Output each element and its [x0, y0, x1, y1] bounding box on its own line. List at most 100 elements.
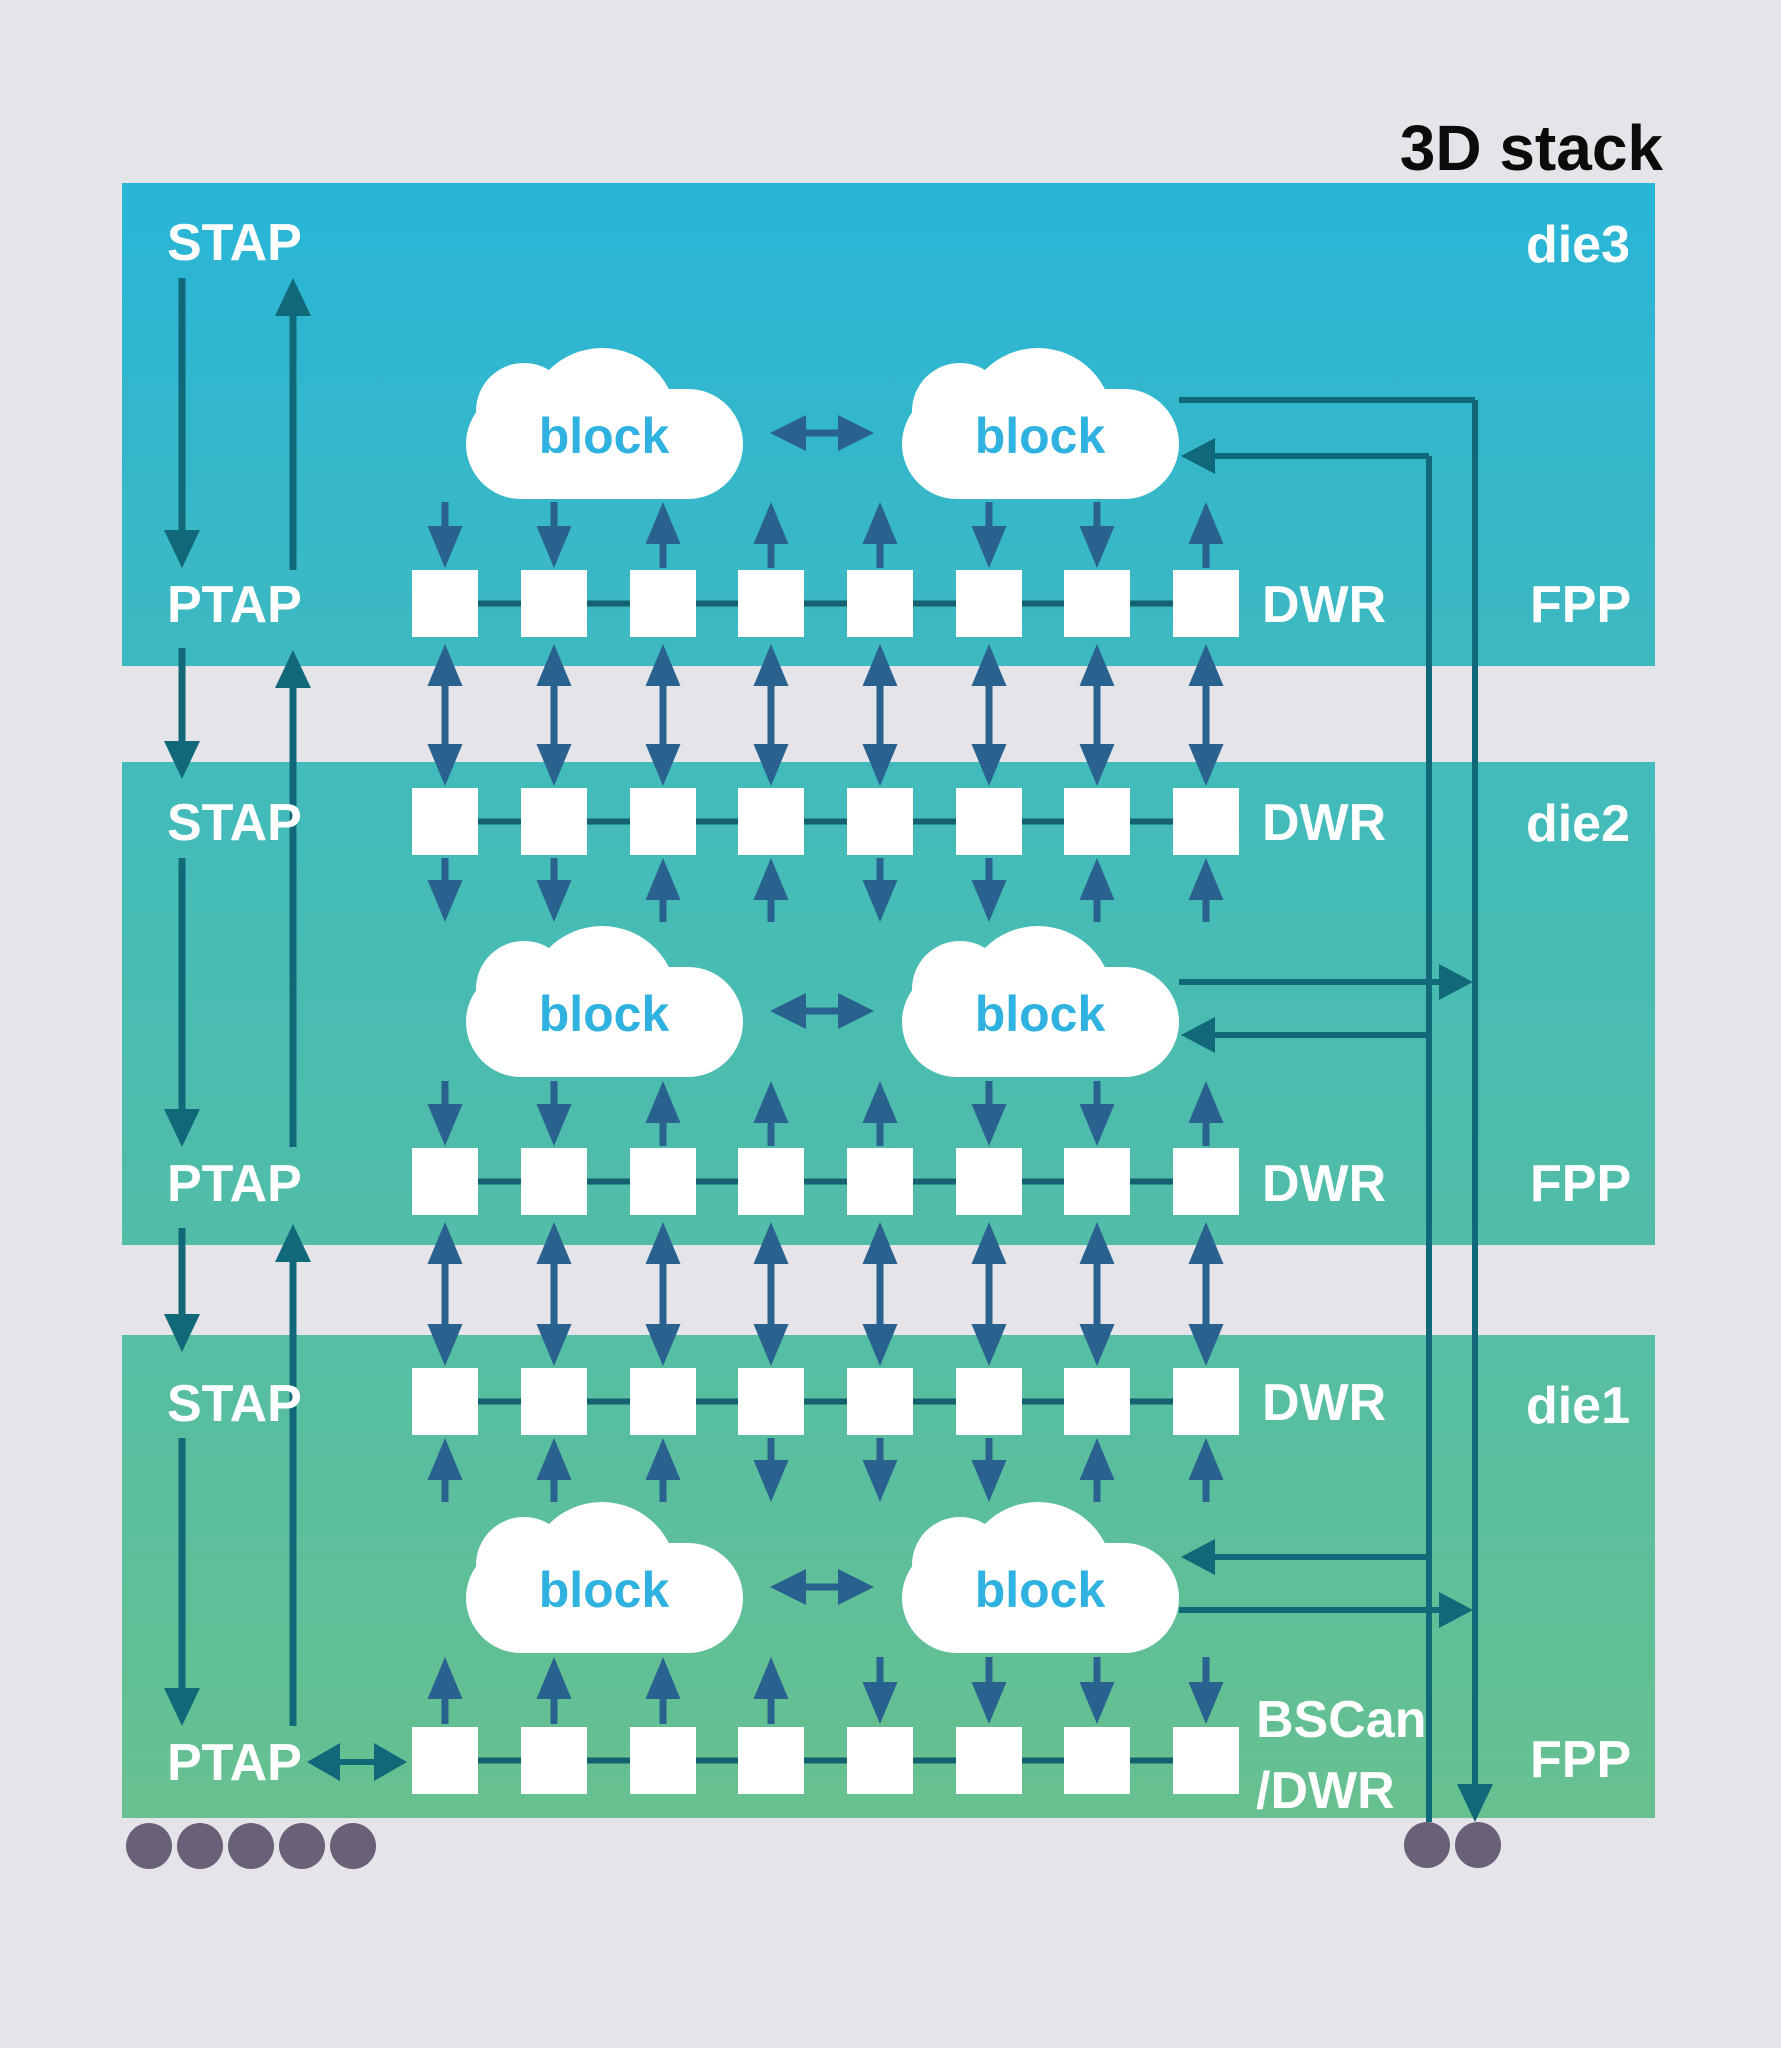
scan-cell: [412, 1148, 478, 1215]
scan-cell: [412, 570, 478, 637]
gap-tsv-arrow: [536, 744, 572, 786]
cell-cloud-arrow: [753, 1081, 789, 1123]
ptap-chain-arrow: [307, 1743, 340, 1781]
scan-cell: [847, 1148, 913, 1215]
cell-cloud-arrow: [1188, 502, 1224, 544]
stap-down-arrow: [164, 1688, 200, 1726]
ptap-label-die2: PTAP: [167, 1155, 302, 1213]
cell-cloud-arrow: [862, 1081, 898, 1123]
block-link-arrow: [770, 1569, 806, 1605]
scan-cell: [738, 1148, 804, 1215]
block-link-arrow: [770, 415, 806, 451]
scan-cell: [956, 570, 1022, 637]
cell-cloud-arrow: [427, 1657, 463, 1699]
scan-cell: [1173, 788, 1239, 855]
gap-tsv-arrow: [1079, 744, 1115, 786]
scan-cell: [956, 788, 1022, 855]
pin-dot: [228, 1823, 274, 1869]
cell-cloud-arrow: [1188, 858, 1224, 900]
scan-cell: [1064, 570, 1130, 637]
dwr-label-die2-bottom: DWR: [1262, 1155, 1386, 1213]
cell-cloud-arrow: [971, 1460, 1007, 1502]
cloud: [902, 967, 1179, 1077]
scan-cell: [630, 570, 696, 637]
gap-tsv-arrow: [753, 1222, 789, 1264]
scan-cell: [738, 1727, 804, 1794]
gap-tsv-arrow: [1079, 1222, 1115, 1264]
stap-down-arrow: [164, 1314, 200, 1352]
cell-cloud-arrow: [645, 1438, 681, 1480]
block-label: block: [975, 986, 1106, 1042]
gap-tsv-arrow: [971, 1222, 1007, 1264]
bscan-label: BSCan: [1256, 1691, 1426, 1749]
scan-cell: [630, 1368, 696, 1435]
cell-cloud-arrow: [1079, 1682, 1115, 1724]
stap-label-die1: STAP: [167, 1375, 302, 1433]
block-label: block: [539, 986, 670, 1042]
gap-tsv-arrow: [536, 1222, 572, 1264]
cell-cloud-arrow: [645, 502, 681, 544]
scan-cell: [521, 788, 587, 855]
scan-cell: [956, 1148, 1022, 1215]
scan-cell: [412, 788, 478, 855]
scan-cell: [1173, 1368, 1239, 1435]
gap-tsv-arrow: [753, 644, 789, 686]
feedback-out-die1: [1439, 1592, 1473, 1628]
scan-cell: [956, 1368, 1022, 1435]
cell-cloud-arrow: [862, 1682, 898, 1724]
cell-cloud-arrow: [753, 502, 789, 544]
cell-cloud-arrow: [536, 1438, 572, 1480]
fpp-label-die2: FPP: [1530, 1155, 1631, 1213]
pin-dot: [279, 1823, 325, 1869]
gap-tsv-arrow: [645, 1222, 681, 1264]
cell-cloud-arrow: [536, 1104, 572, 1146]
cloud: [902, 389, 1179, 499]
scan-cell: [412, 1727, 478, 1794]
gap-tsv-arrow: [971, 1324, 1007, 1366]
scan-cell: [1064, 788, 1130, 855]
scan-cell: [738, 1368, 804, 1435]
feedback-in-die1: [1181, 1539, 1215, 1575]
gap-tsv-arrow: [427, 744, 463, 786]
gap-tsv-arrow: [645, 744, 681, 786]
gap-tsv-arrow: [645, 644, 681, 686]
stap-label-die3: STAP: [167, 214, 302, 272]
cell-cloud-arrow: [971, 1682, 1007, 1724]
cell-cloud-arrow: [427, 1438, 463, 1480]
cell-cloud-arrow: [536, 526, 572, 568]
stap-down-arrow: [164, 1109, 200, 1147]
gap-tsv-arrow: [971, 744, 1007, 786]
block-link-arrow: [838, 415, 874, 451]
feedback-in-die2: [1181, 1017, 1215, 1053]
cloud: [466, 389, 743, 499]
cloud: [466, 1543, 743, 1653]
scan-cell: [521, 1368, 587, 1435]
scan-cell: [847, 1368, 913, 1435]
gap-tsv-arrow: [536, 1324, 572, 1366]
ptap-label-die3: PTAP: [167, 576, 302, 634]
scan-cell: [1173, 1148, 1239, 1215]
ptap-chain-arrow: [374, 1743, 407, 1781]
fpp-label-die3: FPP: [1530, 576, 1631, 634]
scan-cell: [847, 788, 913, 855]
gap-tsv-arrow: [645, 1324, 681, 1366]
cell-cloud-arrow: [1188, 1682, 1224, 1724]
pin-dot: [1455, 1822, 1501, 1868]
cell-cloud-arrow: [971, 526, 1007, 568]
cell-cloud-arrow: [645, 1657, 681, 1699]
scan-cell: [630, 1148, 696, 1215]
block-label: block: [975, 1562, 1106, 1618]
cloud: [466, 967, 743, 1077]
feedback-in-die3: [1181, 438, 1215, 474]
ptap-up-arrow: [275, 1224, 311, 1262]
scan-cell: [738, 570, 804, 637]
gap-tsv-arrow: [536, 644, 572, 686]
scan-cell: [1064, 1368, 1130, 1435]
cell-cloud-arrow: [1079, 1104, 1115, 1146]
cell-cloud-arrow: [862, 880, 898, 922]
scan-cell: [630, 1727, 696, 1794]
cell-cloud-arrow: [753, 858, 789, 900]
gap-tsv-arrow: [1079, 644, 1115, 686]
